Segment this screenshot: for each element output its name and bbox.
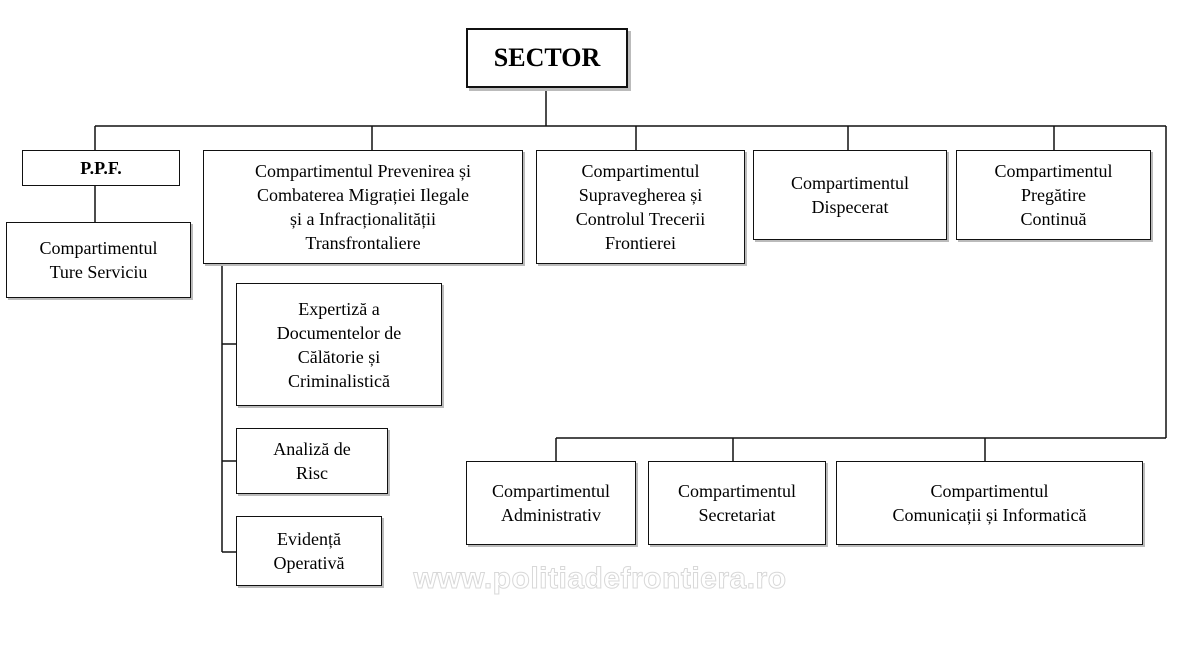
node-supraveghere-control: Compartimentul Supravegherea și Controlu… <box>536 150 745 264</box>
node-expertiza-documente: Expertiză a Documentelor de Călătorie și… <box>236 283 442 406</box>
node-sector: SECTOR <box>466 28 628 88</box>
node-prevenire-migratie: Compartimentul Prevenirea și Combaterea … <box>203 150 523 264</box>
node-ture-serviciu: Compartimentul Ture Serviciu <box>6 222 191 298</box>
node-ppf: P.P.F. <box>22 150 180 186</box>
watermark: www.politiadefrontiera.ro <box>413 562 787 596</box>
node-pregatire-continua: Compartimentul Pregătire Continuă <box>956 150 1151 240</box>
node-comunicatii-informatica: Compartimentul Comunicații și Informatic… <box>836 461 1143 545</box>
node-secretariat: Compartimentul Secretariat <box>648 461 826 545</box>
node-evidenta-operativa: Evidență Operativă <box>236 516 382 586</box>
node-administrativ: Compartimentul Administrativ <box>466 461 636 545</box>
node-analiza-risc: Analiză de Risc <box>236 428 388 494</box>
node-dispecerat: Compartimentul Dispecerat <box>753 150 947 240</box>
